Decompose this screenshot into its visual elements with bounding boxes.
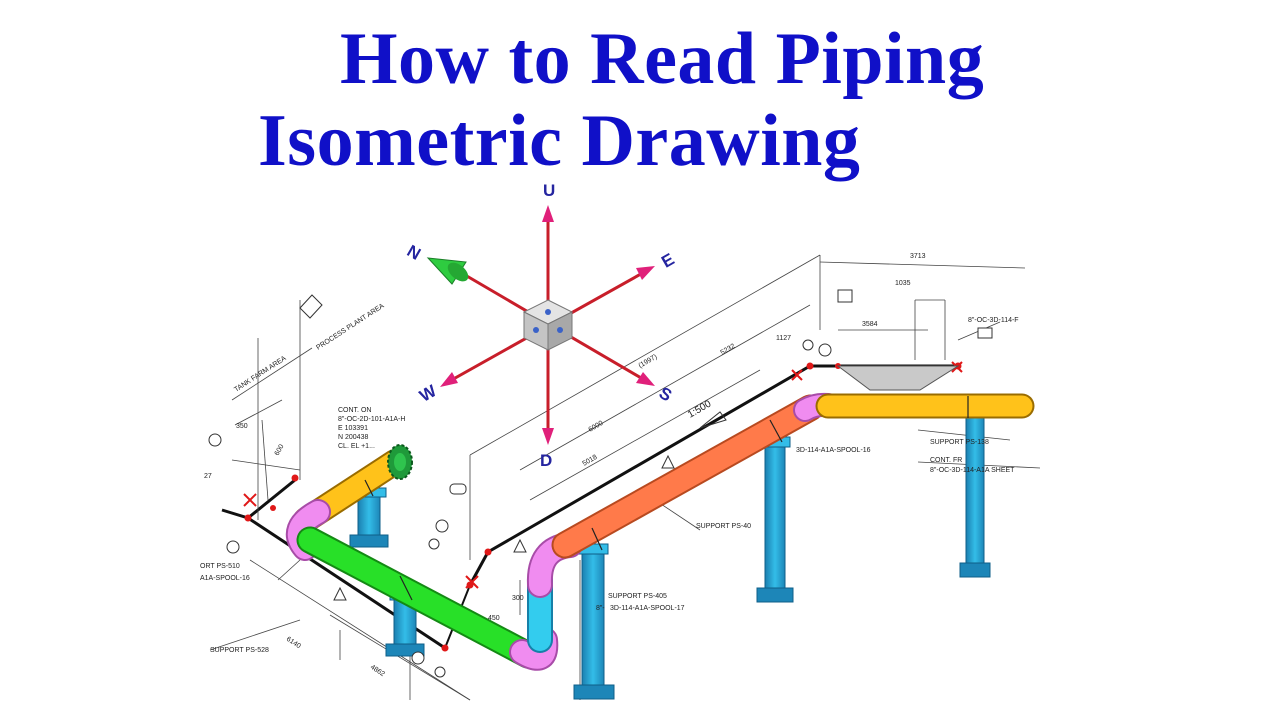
pipes-3d: [285, 392, 1035, 671]
title-line-2: Isometric Drawing: [258, 100, 861, 182]
label-support-405: SUPPORT PS-405: [608, 593, 667, 600]
support-far-right: [959, 414, 991, 578]
label-support-40: SUPPORT PS-40: [696, 523, 751, 530]
arrow-west-icon: [440, 372, 458, 387]
label-dim-1997: (1997): [638, 354, 659, 370]
north-arrow-icon: [426, 257, 469, 285]
label-dim-6000: 6000: [588, 420, 605, 434]
label-dim-5232: 5232: [720, 343, 737, 357]
label-dim-27: 27: [204, 473, 212, 480]
compass-label-north: N: [404, 241, 424, 264]
arrow-up-icon: [542, 205, 554, 222]
saddle: [818, 343, 960, 391]
label-dim-1127: 1127: [776, 335, 791, 342]
label-cont-on-4: N 200438: [338, 434, 368, 441]
support-right: [756, 436, 794, 603]
title-line-1: How to Read Piping: [340, 18, 985, 100]
callout-bubbles: [208, 289, 993, 678]
label-dim-350: 350: [236, 423, 248, 430]
compass-label-south: S: [656, 383, 675, 405]
arrow-east-icon: [636, 266, 655, 280]
label-spool-17: 3D-114-A1A-SPOOL-17: [610, 605, 685, 612]
label-dim-3584: 3584: [862, 321, 878, 328]
compass-label-down: D: [540, 451, 552, 470]
label-dim-1035: 1035: [895, 280, 911, 287]
compass-label-up: U: [543, 181, 555, 200]
label-dim-300: 300: [512, 595, 524, 602]
label-cont-on-5: CL. EL +1...: [338, 443, 375, 450]
label-dim-3713: 3713: [910, 253, 926, 260]
compass-label-west: W: [416, 381, 440, 406]
label-spool-17-prefix: 8"-: [596, 605, 605, 612]
label-cont-fr-line: 8"-OC-3D-114-A1A SHEET: [930, 467, 1015, 474]
support-center: [573, 543, 615, 700]
arrow-down-icon: [542, 428, 554, 445]
pipe-supports: [349, 414, 991, 700]
label-cont-on-3: E 103391: [338, 425, 368, 432]
label-slope: 1:500: [686, 398, 714, 420]
cube-icon: [522, 299, 574, 351]
pipe-green: [298, 528, 540, 667]
label-cont-on-2: 8"-OC-2D-101-A1A-H: [338, 416, 405, 423]
label-dim-4862: 4862: [369, 664, 386, 678]
label-spool-16-right: 3D-114-A1A-SPOOL-16: [796, 447, 871, 454]
compass-label-east: E: [658, 250, 677, 272]
arrow-south-icon: [636, 372, 655, 386]
label-support-138: SUPPORT PS-138: [930, 439, 989, 446]
label-rt-ps510: ORT PS-510: [200, 563, 240, 570]
label-dim-600: 600: [274, 443, 286, 457]
label-spool-16-left: A1A-SPOOL-16: [200, 575, 250, 582]
annotations: TANK FARM AREA PROCESS PLANT AREA CONT. …: [200, 253, 1019, 678]
pipe-clamps: [364, 396, 969, 601]
compass: U D N S E W: [404, 181, 678, 470]
label-line-top-right: 8"-OC-3D-114-F: [968, 317, 1019, 324]
support-symbols: [333, 411, 727, 601]
pipe-orange: [553, 396, 822, 557]
dimension-lines: [209, 254, 1041, 701]
label-cont-on-1: CONT. ON: [338, 407, 371, 414]
label-dim-450: 450: [488, 615, 500, 622]
label-cont-fr: CONT. FR: [930, 457, 962, 464]
flange-icon: [387, 444, 413, 480]
label-support-528: SUPPORT PS-528: [210, 647, 269, 654]
label-process-plant-area: PROCESS PLANT AREA: [315, 302, 386, 351]
label-tank-farm-area: TANK FARM AREA: [233, 355, 288, 394]
label-dim-6140: 6140: [285, 636, 302, 650]
